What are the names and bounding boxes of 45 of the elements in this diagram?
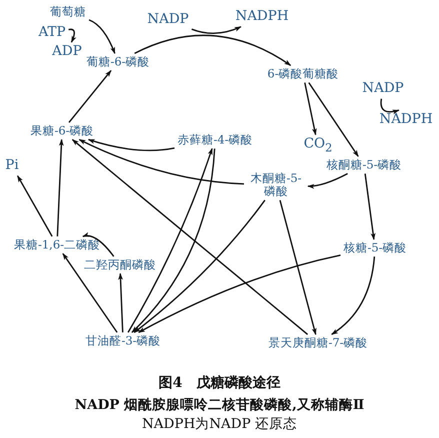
arrow	[308, 82, 359, 157]
arrow	[72, 139, 308, 335]
arrow	[82, 232, 114, 257]
compound-label: 6-磷酸葡糖酸	[267, 67, 339, 81]
figure-caption: 图4 戊糖磷酸途径	[158, 374, 282, 392]
compound-label: 葡糖-6-磷酸	[86, 55, 150, 69]
arrow	[78, 138, 244, 185]
compound-label: NADPH	[235, 9, 289, 25]
compound-label: NADP	[147, 12, 189, 28]
arrow	[304, 82, 317, 136]
compound-label: ADP	[52, 44, 82, 60]
arrow	[118, 272, 124, 332]
compound-label: 果糖-1,6-二磷酸	[14, 238, 100, 252]
compound-label: 景天庚酮糖-7-磷酸	[268, 336, 368, 350]
compound-label: 核糖-5-磷酸	[343, 241, 407, 255]
arrow	[56, 138, 64, 236]
arrow	[307, 172, 348, 189]
arrow	[88, 19, 116, 54]
arrow	[68, 28, 76, 43]
arrow	[134, 34, 292, 66]
caption-note: NADPH为NADP 还原态	[140, 415, 298, 433]
compound-label: NADPH	[379, 112, 433, 128]
arrow	[364, 174, 376, 240]
caption-note: NADP 烟酰胺腺嘌呤二核苷酸磷酸,又称辅酶Ⅱ	[74, 396, 366, 414]
compound-label: ATP	[38, 25, 66, 41]
arrow	[17, 175, 53, 237]
arrow	[88, 138, 175, 152]
compound-label: 葡萄糖	[50, 5, 86, 19]
arrow	[331, 256, 376, 335]
compound-label: 木酮糖-5-磷酸	[247, 172, 305, 198]
arrow	[62, 253, 118, 333]
compound-label: 果糖-6-磷酸	[30, 124, 94, 138]
compound-label: 核酮糖-5-磷酸	[326, 158, 402, 172]
compound-label: Pi	[5, 158, 19, 174]
compound-label: CO$_{2}$	[304, 136, 332, 156]
arrow	[138, 254, 341, 334]
compound-label: 甘油醛-3-磷酸	[85, 334, 161, 348]
arrow	[134, 200, 266, 333]
arrow	[68, 70, 112, 123]
arrow	[279, 200, 316, 336]
compound-label: 二羟丙酮磷酸	[84, 258, 156, 272]
compound-label: 赤藓糖-4-磷酸	[177, 133, 253, 147]
arrow	[380, 98, 400, 114]
compound-label: NADP	[362, 81, 404, 97]
arrow	[191, 26, 242, 34]
